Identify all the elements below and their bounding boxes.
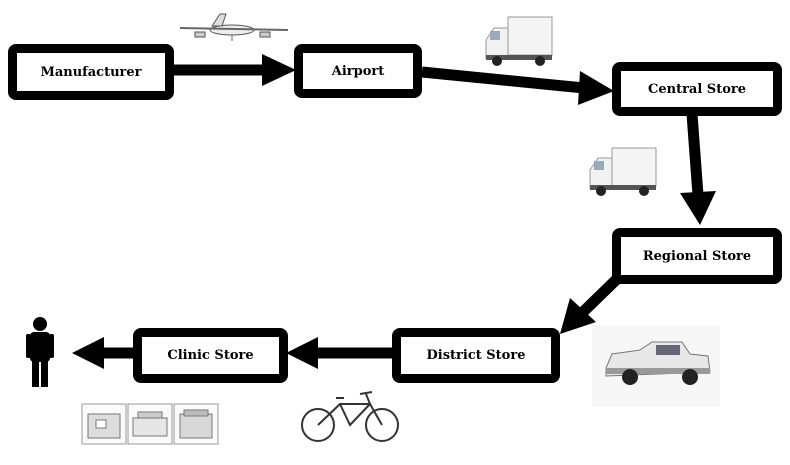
arrow-airport-central xyxy=(421,66,614,105)
pickup-truck-icon xyxy=(592,325,720,407)
arrow-manufacturer-airport xyxy=(172,54,296,86)
node-label: Clinic Store xyxy=(167,348,254,363)
arrow-central-regional xyxy=(680,113,716,225)
node-label: District Store xyxy=(426,348,526,363)
node-manufacturer: Manufacturer xyxy=(8,44,174,100)
node-label: Central Store xyxy=(648,81,746,97)
node-label: Airport xyxy=(331,63,385,79)
airplane-icon xyxy=(179,13,289,41)
refrigerated-truck-icon-2 xyxy=(589,147,657,196)
cold-box-icons xyxy=(81,403,219,445)
person-icon xyxy=(26,317,54,387)
node-label: Manufacturer xyxy=(40,64,142,80)
node-central-store: Central Store xyxy=(612,62,782,116)
node-label: Regional Store xyxy=(642,248,752,264)
refrigerated-truck-icon xyxy=(485,16,553,66)
arrow-clinic-person xyxy=(72,337,133,369)
node-regional-store: Regional Store xyxy=(612,228,782,284)
node-clinic-store: Clinic Store xyxy=(133,328,288,383)
arrow-regional-district xyxy=(560,274,622,334)
arrow-district-clinic xyxy=(286,337,394,369)
node-airport: Airport xyxy=(294,44,422,98)
node-district-store: District Store xyxy=(392,328,560,383)
bicycle-icon xyxy=(301,391,399,442)
